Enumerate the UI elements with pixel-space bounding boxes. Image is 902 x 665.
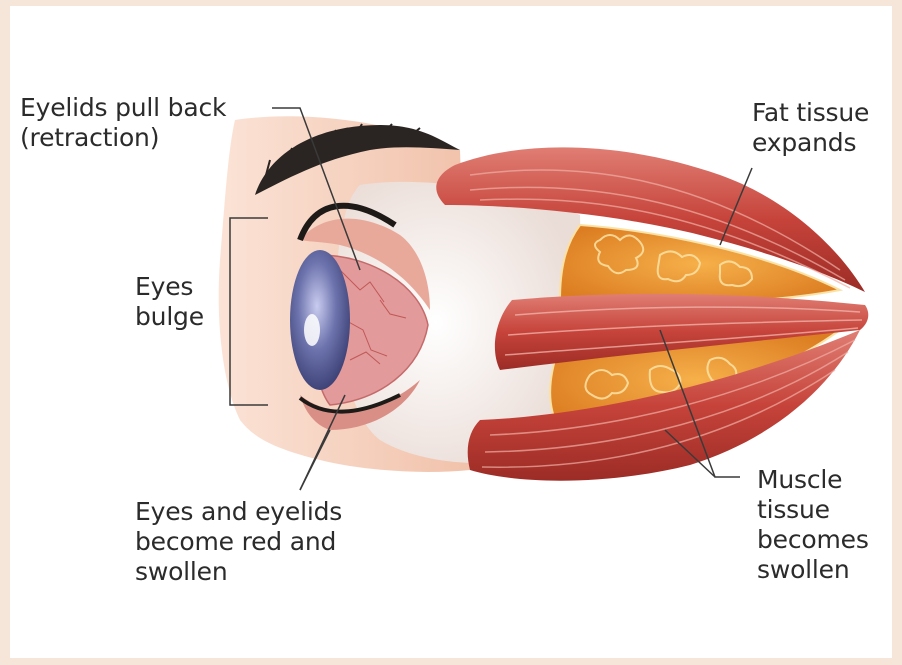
label-muscle-tissue: Muscle tissue becomes swollen xyxy=(757,465,869,585)
label-red-swollen: Eyes and eyelids become red and swollen xyxy=(135,497,342,587)
cornea-highlight xyxy=(304,314,320,346)
label-fat-tissue: Fat tissue expands xyxy=(752,98,869,158)
iris xyxy=(290,250,350,390)
label-eyelids-retraction: Eyelids pull back (retraction) xyxy=(20,93,226,153)
label-eyes-bulge: Eyes bulge xyxy=(135,272,204,332)
